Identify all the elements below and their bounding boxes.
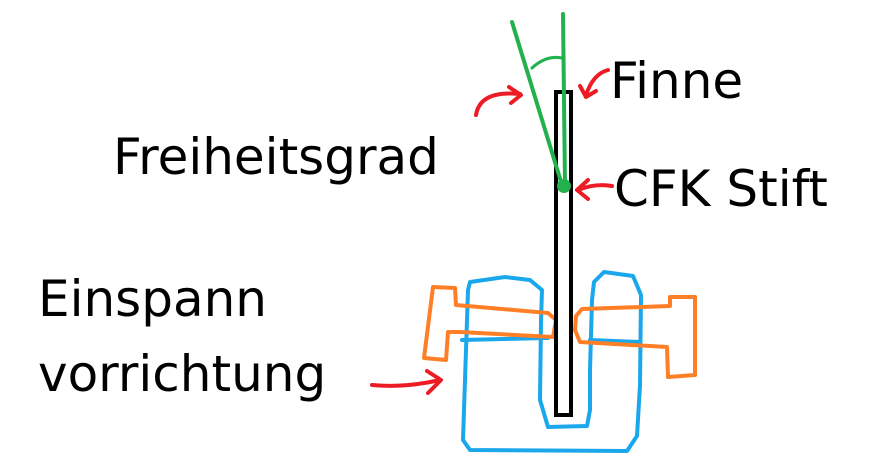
clamp-body-right-edge <box>588 338 642 344</box>
arrow-einspannvorrichtung <box>370 369 443 395</box>
clamp-body <box>461 270 643 453</box>
pivot-point <box>557 179 571 193</box>
arrow-finne <box>578 68 610 99</box>
arrow-cfk-stift <box>575 178 614 201</box>
label-finne: Finne <box>610 52 743 110</box>
label-einspann: Einspann <box>38 270 267 328</box>
fin-deflected-line <box>510 20 564 187</box>
label-freiheitsgrad: Freiheitsgrad <box>113 128 439 186</box>
freedom-angle-arc <box>530 56 564 70</box>
clamp-jaw-right <box>573 295 697 379</box>
fin-reference-line <box>561 12 567 188</box>
label-cfk-stift: CFK Stift <box>614 160 828 218</box>
arrow-freiheitsgrad <box>474 85 523 117</box>
clamp-body-left-edge <box>460 336 550 342</box>
label-vorrichtung: vorrichtung <box>38 345 326 403</box>
clamp-jaw-left <box>422 285 558 362</box>
